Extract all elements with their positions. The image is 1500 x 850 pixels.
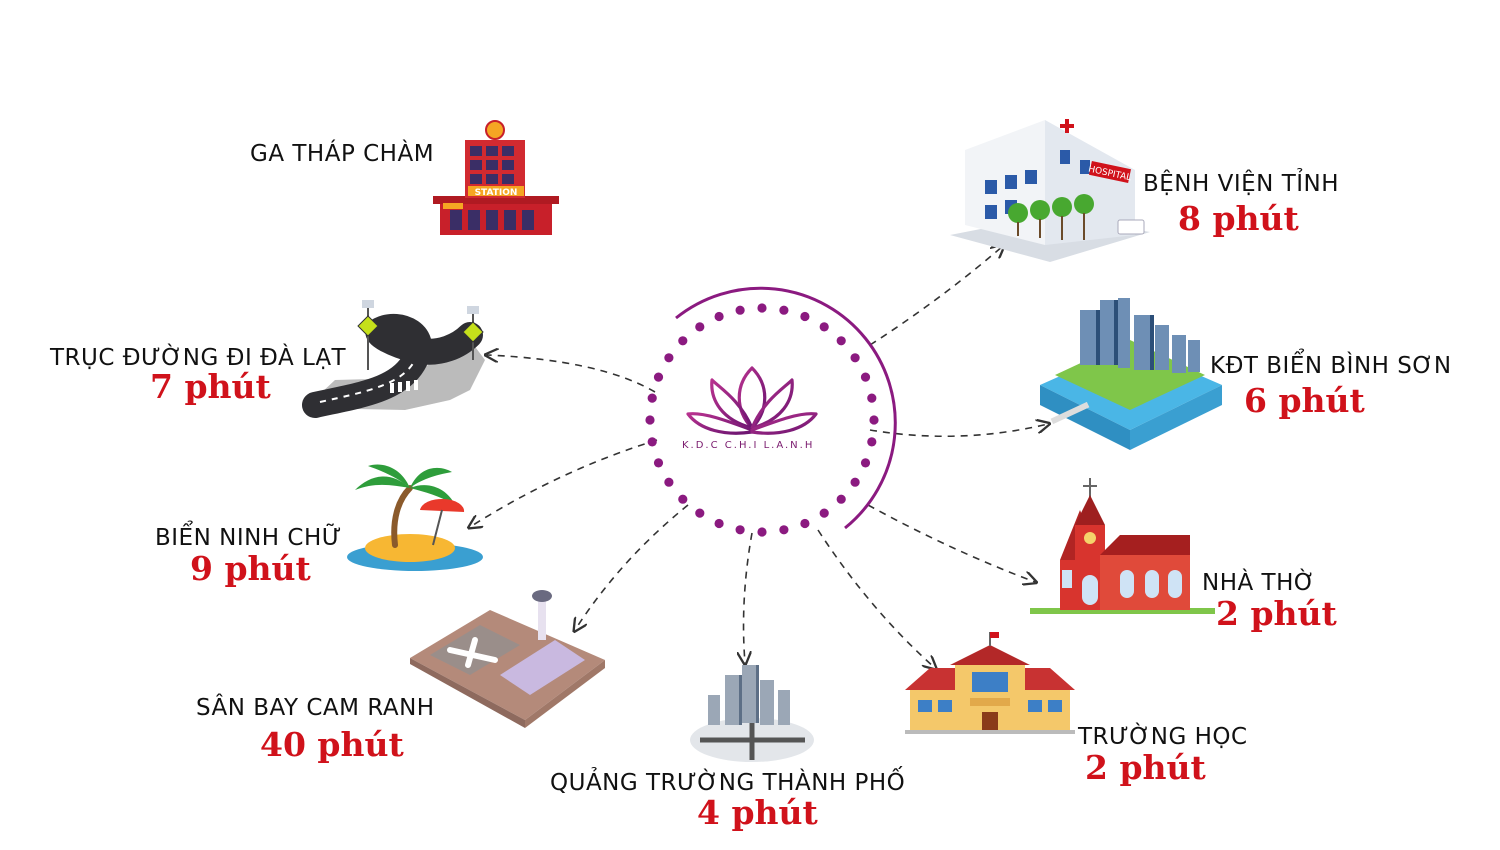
time-nha-tho: 2 phút (1216, 594, 1337, 633)
ring-dot (779, 525, 789, 535)
label-truc-duong-da-lat: TRỤC ĐƯỜNG ĐI ĐÀ LẠT (50, 345, 347, 371)
label-benh-vien-tinh: BỆNH VIỆN TỈNH (1143, 171, 1340, 197)
ring-dot (664, 353, 674, 363)
connector-road (487, 355, 656, 393)
connector-airport (575, 504, 689, 630)
ring-dot (867, 437, 877, 447)
train-station-icon: STATION (433, 120, 559, 235)
emblem-dot-ring (645, 303, 879, 537)
ring-dot (836, 494, 846, 504)
ring-dot (645, 415, 655, 425)
time-bien-ninh-chu: 9 phút (190, 549, 311, 588)
label-nha-tho: NHÀ THỜ (1202, 570, 1316, 596)
lotus-icon (686, 366, 818, 435)
ring-dot (647, 437, 657, 447)
ring-dot (678, 336, 688, 346)
ring-dot (869, 415, 879, 425)
ring-dot (653, 458, 664, 468)
ring-dot (735, 305, 745, 315)
city-square-icon (690, 665, 814, 762)
ring-dot (800, 518, 810, 529)
school-icon (905, 632, 1075, 734)
center-emblem (645, 286, 897, 537)
church-icon (1030, 478, 1215, 614)
time-san-bay-cam-ranh: 40 phút (260, 725, 404, 764)
ring-dot (678, 494, 688, 504)
ring-dot (695, 322, 705, 332)
logo-text: K.D.C C.H.I L.A.N.H (682, 440, 815, 451)
connector-lines (470, 246, 1048, 668)
label-kdt-bien-binh-son: KĐT BIỂN BÌNH SƠN (1210, 353, 1452, 379)
time-quang-truong: 4 phút (697, 793, 818, 832)
connector-church (867, 504, 1035, 582)
label-quang-truong: QUẢNG TRƯỜNG THÀNH PHỐ (550, 770, 906, 796)
time-truc-duong-da-lat: 7 phút (150, 367, 271, 406)
ring-dot (819, 508, 829, 518)
connector-hospital (869, 246, 1003, 346)
label-bien-ninh-chu: BIỂN NINH CHỮ (155, 525, 342, 551)
label-san-bay-cam-ranh: SÂN BAY CAM RANH (196, 695, 435, 721)
ring-dot (653, 372, 664, 382)
connector-school (817, 529, 935, 668)
ring-dot (757, 303, 767, 313)
time-kdt-bien-binh-son: 6 phút (1244, 381, 1365, 420)
road-icon (302, 300, 485, 418)
ring-dot (714, 518, 724, 529)
ring-dot (757, 527, 767, 537)
ring-dot (850, 477, 860, 487)
connector-kdt (869, 424, 1048, 438)
ring-dot (800, 311, 810, 322)
label-ga-thap-cham: GA THÁP CHÀM (250, 141, 435, 167)
ring-dot (735, 525, 745, 535)
connector-square (744, 532, 753, 663)
hospital-icon: HOSPITAL (950, 119, 1150, 262)
time-benh-vien-tinh: 8 phút (1178, 199, 1299, 238)
ring-dot (647, 393, 657, 403)
ring-dot (695, 508, 705, 518)
time-truong-hoc: 2 phút (1085, 748, 1206, 787)
ring-dot (850, 353, 860, 363)
ring-dot (664, 477, 674, 487)
ring-dot (860, 458, 871, 468)
ring-dot (819, 322, 829, 332)
city-island-icon (1040, 298, 1222, 450)
emblem-arc (675, 286, 897, 530)
beach-island-icon (347, 464, 483, 571)
ring-dot (714, 311, 724, 322)
svg-text:STATION: STATION (475, 188, 518, 198)
connector-beach (470, 439, 658, 527)
ring-dot (860, 372, 871, 382)
label-truong-hoc: TRƯỜNG HỌC (1078, 724, 1248, 750)
ring-dot (779, 305, 789, 315)
ring-dot (836, 336, 846, 346)
ring-dot (867, 393, 877, 403)
airport-icon (410, 590, 605, 728)
